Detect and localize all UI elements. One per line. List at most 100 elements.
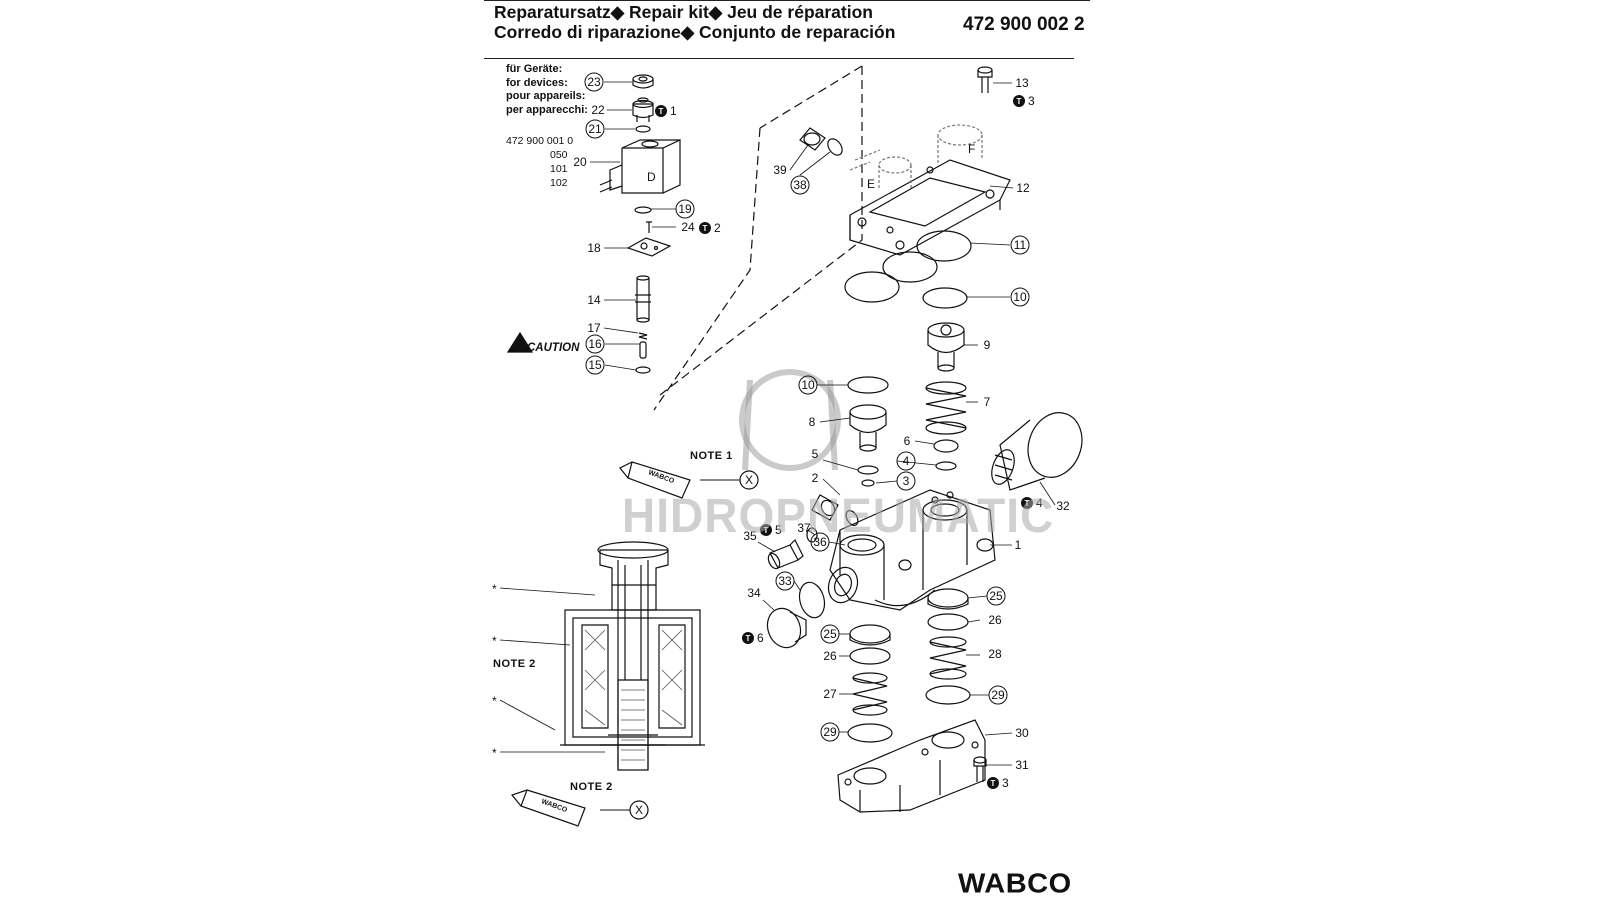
callout-19: 19 xyxy=(678,202,692,216)
callout-12: 12 xyxy=(1016,181,1030,195)
part-11-gaskets xyxy=(844,230,972,303)
part-24-screw xyxy=(646,221,652,233)
part-8-insert xyxy=(849,404,887,452)
part-29-ring-left xyxy=(847,723,893,743)
callout-14: 14 xyxy=(587,293,601,307)
part-32-cap xyxy=(991,412,1083,491)
torque-3b: 3 xyxy=(1002,776,1009,790)
callout-7: 7 xyxy=(984,395,991,409)
tube-label-2: WABCO xyxy=(540,798,568,814)
part-26-ring-left xyxy=(849,647,891,665)
part-35-fitting xyxy=(767,538,804,570)
part-25-disc-right xyxy=(927,588,969,608)
callout-31: 31 xyxy=(1015,758,1029,772)
callout-13: 13 xyxy=(1015,76,1029,90)
caution-triangle-icon xyxy=(506,331,534,353)
callout-30: 30 xyxy=(1015,726,1029,740)
device-numbers: 472 900 001 0 050 101 102 xyxy=(506,134,573,190)
asterisk-2: * xyxy=(492,634,497,648)
torque-4: 4 xyxy=(1036,496,1043,510)
grease-tube-2 xyxy=(510,789,586,827)
part-5-ring xyxy=(857,465,879,475)
part-30-cover xyxy=(837,719,986,813)
dashed-group-line-1 xyxy=(659,66,863,396)
letter-d: D xyxy=(647,170,656,184)
part-18-plate xyxy=(626,237,672,257)
torque-6: 6 xyxy=(757,631,764,645)
device-number-101: 101 xyxy=(550,163,568,175)
callout-3: 3 xyxy=(903,474,910,488)
part-29-ring-right xyxy=(925,685,971,705)
callout-33: 33 xyxy=(778,574,792,588)
wabco-logo: WABCO xyxy=(958,868,1072,900)
part-4-ring xyxy=(935,461,957,471)
part-10-ring-top xyxy=(922,287,968,309)
header-rule xyxy=(484,58,1074,59)
device-number-base: 472 900 001 0 xyxy=(506,135,574,147)
callout-35: 35 xyxy=(743,529,757,543)
callout-39: 39 xyxy=(773,163,787,177)
callout-20: 20 xyxy=(573,155,587,169)
callout-37: 37 xyxy=(797,521,811,535)
callout-1: 1 xyxy=(1015,538,1022,552)
callout-27: 27 xyxy=(823,687,837,701)
part-15-ring xyxy=(635,366,651,374)
callout-23: 23 xyxy=(587,75,601,89)
callout-6: 6 xyxy=(904,434,911,448)
title-line-1: Reparatursatz◆ Repair kit◆ Jeu de répara… xyxy=(494,2,873,22)
part-34-plug xyxy=(766,607,807,649)
svg-text:T: T xyxy=(659,107,664,116)
callout-15: 15 xyxy=(588,358,602,372)
asterisk-4: * xyxy=(492,746,497,760)
dashed-group-line-2 xyxy=(759,65,863,129)
part-13-screw xyxy=(977,66,993,93)
part-37-ring xyxy=(806,527,818,543)
device-number-102: 102 xyxy=(550,177,568,189)
leader-asterisk-1 xyxy=(499,587,596,596)
part-16-pin xyxy=(639,341,647,359)
part-20-coil xyxy=(599,139,681,194)
asterisk-3: * xyxy=(492,694,497,708)
device-number-050: 050 xyxy=(550,149,568,161)
callout-34: 34 xyxy=(747,586,761,600)
watermark-graphic xyxy=(739,369,841,471)
part-19-ring xyxy=(634,206,652,214)
torque-3a: 3 xyxy=(1028,94,1035,108)
devices-label-de: für Geräte: xyxy=(506,63,563,75)
callout-26-right: 26 xyxy=(988,613,1002,627)
letter-e: E xyxy=(867,177,875,191)
part-28-spring xyxy=(929,636,967,680)
leader-asterisk-2 xyxy=(499,639,571,646)
top-rule xyxy=(484,0,1090,1)
svg-text:T: T xyxy=(764,526,769,535)
callout-5: 5 xyxy=(812,447,819,461)
callout-36: 36 xyxy=(813,535,827,549)
letter-f: F xyxy=(968,142,975,156)
svg-text:T: T xyxy=(746,634,751,643)
part-38-ring xyxy=(827,138,843,156)
part-17-spring xyxy=(638,332,648,340)
svg-text:T: T xyxy=(703,224,708,233)
part-22-nut xyxy=(632,97,654,122)
callout-26-left: 26 xyxy=(823,649,837,663)
part-2-plug xyxy=(811,494,859,526)
grease-tube-1 xyxy=(619,461,691,499)
callout-24: 24 xyxy=(681,220,695,234)
note-2-label-bottom: NOTE 2 xyxy=(570,781,613,793)
part-39-fitting xyxy=(799,127,826,151)
callout-38: 38 xyxy=(793,178,807,192)
solenoid-section-view xyxy=(560,541,705,771)
x-symbol-1: X xyxy=(745,473,753,487)
part-12-cover xyxy=(849,124,1011,256)
part-25-disc-left xyxy=(849,624,891,644)
part-14-tube xyxy=(635,275,651,323)
torque-2: 2 xyxy=(714,221,721,235)
callout-32: 32 xyxy=(1056,499,1070,513)
kit-part-number: 472 900 002 2 xyxy=(963,14,1085,35)
svg-text:T: T xyxy=(1017,97,1022,106)
callout-29-left: 29 xyxy=(823,725,837,739)
callout-4: 4 xyxy=(903,454,910,468)
part-27-spring xyxy=(852,672,888,716)
devices-labels: für Geräte: for devices: pour appareils:… xyxy=(506,63,588,117)
